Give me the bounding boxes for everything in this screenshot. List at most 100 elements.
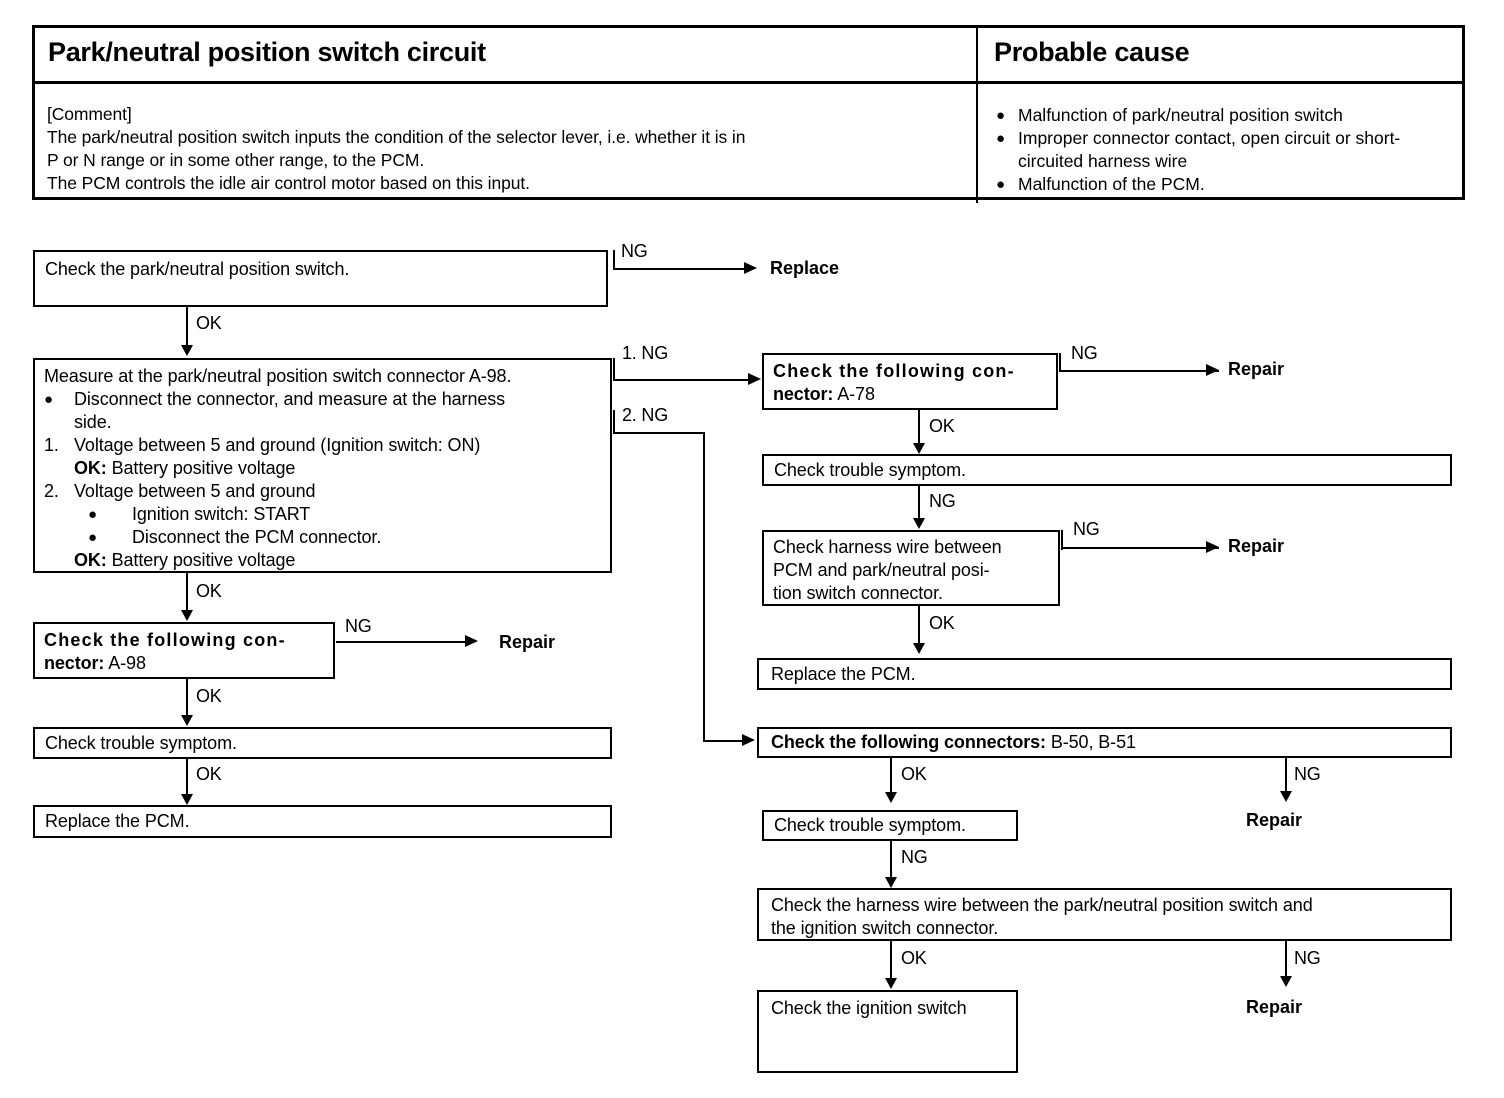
- arrowhead-down-icon: [913, 643, 925, 654]
- measure-step-2-marker: 2.: [44, 481, 59, 501]
- edge-measure-2ng-h2: [703, 740, 747, 742]
- circuit-title: Park/neutral position switch circuit: [48, 37, 486, 67]
- edge-label-ng: NG: [1071, 343, 1098, 363]
- arrowhead-down-icon: [885, 792, 897, 803]
- box-check-harness-pcm[interactable]: Check harness wire between PCM and park/…: [762, 530, 1060, 606]
- edge-measure-1ng: [613, 379, 750, 381]
- edge-trouble-left-ok: [186, 759, 188, 797]
- box-replace-pcm-left[interactable]: Replace the PCM.: [33, 805, 612, 838]
- measure-step-1-marker: 1.: [44, 435, 59, 455]
- box-text: Check the following con- nector: A-78: [764, 355, 1056, 406]
- box-a98-line-2-value: A-98: [108, 653, 146, 673]
- cause-text: Malfunction of the PCM.: [1018, 174, 1205, 194]
- measure-step-2-ok-label: OK:: [74, 550, 107, 570]
- bullet-icon: ●: [996, 130, 1006, 147]
- edge-label-ok: OK: [929, 613, 955, 633]
- box-check-ignition-switch[interactable]: Check the ignition switch: [757, 990, 1018, 1073]
- measure-content: Measure at the park/neutral position swi…: [35, 360, 610, 572]
- bullet-icon: ●: [88, 506, 97, 523]
- measure-step-1-ok-label: OK:: [74, 458, 107, 478]
- edge-label-ok: OK: [901, 764, 927, 784]
- edge-label-ng: NG: [1294, 948, 1321, 968]
- box-check-harness-ignition[interactable]: Check the harness wire between the park/…: [757, 888, 1452, 941]
- measure-step-1-ok-value: Battery positive voltage: [111, 458, 296, 478]
- measure-step-2: 2. Voltage between 5 and ground ● Igniti…: [44, 480, 610, 572]
- edge-label-1-ng: 1. NG: [622, 343, 669, 363]
- box-text: Check the ignition switch: [771, 998, 967, 1018]
- measure-step-2-text: Voltage between 5 and ground: [74, 481, 316, 501]
- edge-label-ng: NG: [929, 491, 956, 511]
- box-text: Check the following connectors: B-50, B-…: [759, 729, 1450, 754]
- edge-label-ok: OK: [929, 416, 955, 436]
- box-check-connector-a78[interactable]: Check the following con- nector: A-78: [762, 353, 1058, 410]
- cause-item: ● Malfunction of the PCM.: [996, 173, 1454, 196]
- measure-bullet-1-line-2: side.: [74, 412, 112, 432]
- edge-a98-ok: [186, 679, 188, 717]
- box-check-trouble-symptom-right-1[interactable]: Check trouble symptom.: [762, 454, 1452, 486]
- box-b-label: Check the following connectors:: [771, 732, 1046, 752]
- edge-a78-ng: [1059, 370, 1219, 372]
- edge-harness-pcm-ng-stub: [1061, 530, 1063, 550]
- box-check-trouble-symptom-left[interactable]: Check trouble symptom.: [33, 727, 612, 759]
- bullet-icon: ●: [44, 391, 53, 408]
- cause-text: Improper connector contact, open circuit…: [1018, 128, 1401, 171]
- comment-cell: [Comment] The park/neutral position swit…: [35, 84, 978, 203]
- arrowhead-down-icon: [181, 715, 193, 726]
- arrowhead-down-icon: [1280, 791, 1292, 802]
- arrowhead-down-icon: [885, 877, 897, 888]
- arrowhead-down-icon: [885, 978, 897, 989]
- box-text: Check trouble symptom.: [774, 815, 966, 835]
- bullet-icon: ●: [996, 176, 1006, 193]
- arrowhead-down-icon: [913, 518, 925, 529]
- arrowhead-down-icon: [913, 443, 925, 454]
- arrowhead-down-icon: [181, 794, 193, 805]
- box-replace-pcm-right[interactable]: Replace the PCM.: [757, 658, 1452, 690]
- edge-box1-ok: [186, 307, 188, 347]
- edge-harness-ign-ok: [890, 941, 892, 980]
- box-measure-at-connector-a98[interactable]: Measure at the park/neutral position swi…: [33, 358, 612, 573]
- edge-harness-pcm-ng: [1061, 547, 1219, 549]
- terminal-repair: Repair: [1246, 997, 1303, 1017]
- causes-cell: ● Malfunction of park/neutral position s…: [978, 84, 1462, 203]
- harness-ign-line-1: Check the harness wire between the park/…: [771, 895, 1313, 915]
- arrowhead-right-icon: [744, 262, 757, 274]
- box-text: Replace the PCM.: [45, 811, 190, 831]
- edge-harness-pcm-ok: [918, 606, 920, 645]
- bullet-icon: ●: [996, 107, 1006, 124]
- box-b-value: B-50, B-51: [1050, 732, 1136, 752]
- edge-measure-2ng-stub: [613, 410, 615, 434]
- edge-measure-ok: [186, 573, 188, 612]
- arrowhead-right-icon: [465, 635, 478, 647]
- arrowhead-down-icon: [181, 610, 193, 621]
- measure-bullet-1-line-1: Disconnect the connector, and measure at…: [74, 389, 506, 409]
- comment-block: [Comment] The park/neutral position swit…: [35, 84, 976, 195]
- box-a78-line-2: nector: A-78: [773, 383, 1056, 406]
- edge-label-ok: OK: [196, 313, 222, 333]
- symptom-table: Park/neutral position switch circuit Pro…: [32, 25, 1465, 203]
- edge-label-ok: OK: [196, 581, 222, 601]
- arrowhead-right-icon: [1206, 364, 1219, 376]
- box-a98-line-2-label: nector:: [44, 653, 105, 673]
- edge-measure-2ng-h1: [613, 432, 705, 434]
- harness-ign-line-2: the ignition switch connector.: [771, 918, 999, 938]
- measure-step-2-sub-2: ● Disconnect the PCM connector.: [74, 526, 610, 549]
- box-a78-line-2-label: nector:: [773, 384, 834, 404]
- box-text: Check the harness wire between the park/…: [759, 890, 1450, 940]
- box-check-connector-a98[interactable]: Check the following con- nector: A-98: [33, 622, 335, 679]
- edge-label-ok: OK: [901, 948, 927, 968]
- terminal-repair: Repair: [1228, 359, 1285, 379]
- box-check-connectors-b50-b51[interactable]: Check the following connectors: B-50, B-…: [757, 727, 1452, 758]
- edge-label-ng: NG: [621, 241, 648, 261]
- box-check-trouble-symptom-right-2[interactable]: Check trouble symptom.: [762, 810, 1018, 841]
- box-text: Check the following con- nector: A-98: [35, 624, 333, 675]
- box-text: Check trouble symptom.: [45, 733, 237, 753]
- edge-label-ng: NG: [1294, 764, 1321, 784]
- edge-harness-ign-ng: [1285, 941, 1287, 978]
- measure-step-1-text: Voltage between 5 and ground (Ignition s…: [74, 435, 481, 455]
- measure-step-2-body: Voltage between 5 and ground ● Ignition …: [74, 480, 610, 572]
- harness-pcm-line-3: tion switch connector.: [773, 583, 943, 603]
- edge-label-ng: NG: [1073, 519, 1100, 539]
- edge-label-ok: OK: [196, 686, 222, 706]
- harness-pcm-line-1: Check harness wire between: [773, 537, 1002, 557]
- box-check-park-neutral-switch[interactable]: Check the park/neutral position switch.: [33, 250, 608, 307]
